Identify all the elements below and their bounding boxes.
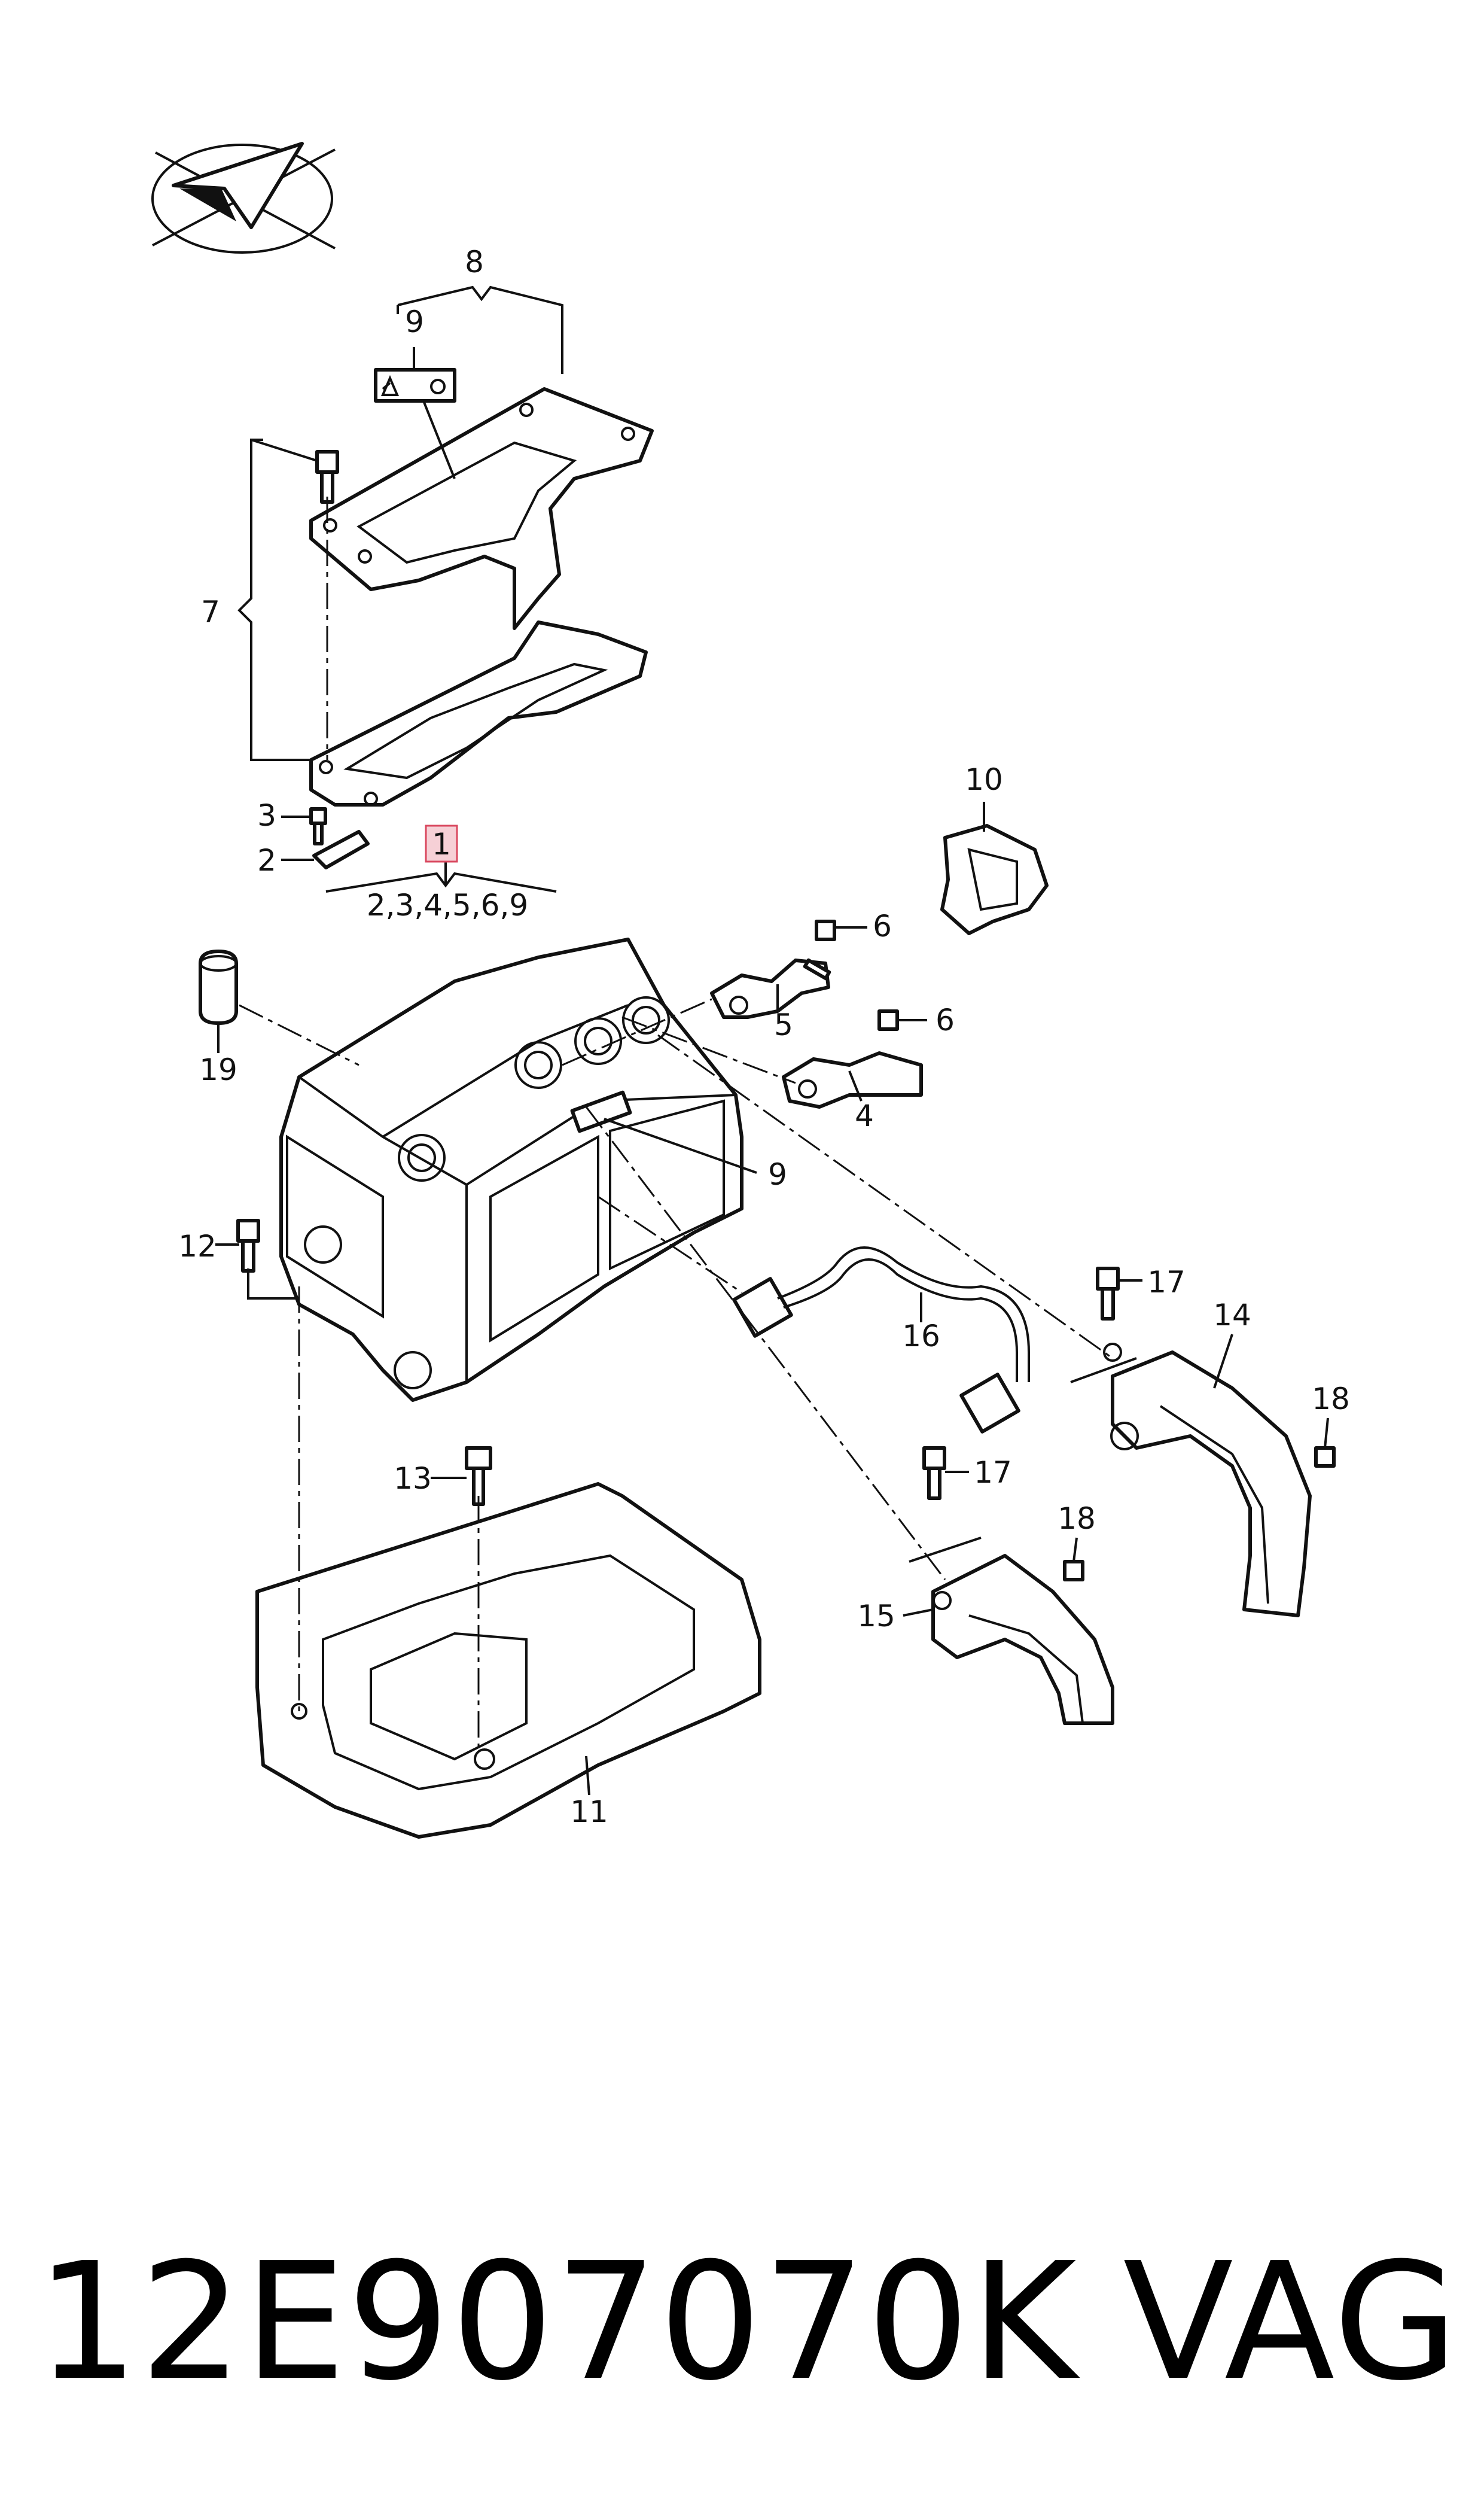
callout-2: 2: [257, 843, 276, 878]
orientation-compass-icon: [151, 142, 336, 254]
sensor-cover-part: [940, 824, 1049, 935]
bolt-part: [236, 1219, 492, 1506]
callout-9: 9: [405, 305, 424, 339]
callout-8: 8: [465, 245, 484, 279]
callout-6: 6: [936, 1003, 955, 1038]
main-housing-part: [279, 938, 743, 1402]
part-number: 12E907070K: [36, 2227, 1078, 2416]
callout-6: 6: [873, 909, 892, 944]
coolant-pipe-part: [1070, 1343, 1312, 1617]
callout-highlight-box: [425, 825, 458, 863]
cover-plate-part: [309, 387, 654, 630]
callout-19: 19: [199, 1052, 237, 1087]
leader-lines: [215, 285, 1329, 1796]
base-tray-part: [255, 1482, 761, 1839]
footer-caption: 12E907070K VAG: [36, 2228, 1459, 2416]
wiring-harness-part: [732, 1246, 1030, 1434]
alignment-lines: [239, 497, 1113, 1747]
brand-name: VAG: [1123, 2227, 1459, 2416]
bolt-part: [315, 450, 339, 504]
callout-12: 12: [178, 1229, 217, 1264]
bolt-part: [922, 1267, 1336, 1581]
callout-16: 16: [902, 1319, 940, 1353]
callout-9: 9: [768, 1157, 787, 1192]
callout-11: 11: [570, 1794, 608, 1829]
plug-part: [199, 950, 238, 1025]
coolant-connector-part: [710, 959, 830, 1019]
callout-3: 3: [257, 798, 276, 833]
callout-13: 13: [394, 1461, 432, 1496]
callout-1-includes: 2,3,4,5,6,9: [367, 888, 528, 923]
callout-5: 5: [774, 1008, 793, 1042]
callout-labels: 8 9 7 3 2 1 2,3,4,5,6,9 10 6 5 6 4 19 9 …: [178, 245, 1350, 1829]
screw-part: [803, 920, 899, 1031]
callout-14: 14: [1213, 1298, 1251, 1332]
coolant-pipe-part: [909, 1537, 1114, 1725]
callout-10: 10: [965, 762, 1003, 797]
callout-1: 1: [432, 827, 451, 862]
callout-18: 18: [1058, 1501, 1096, 1536]
warning-label-part: [374, 368, 456, 403]
callout-17: 17: [1147, 1265, 1186, 1300]
callout-7: 7: [201, 595, 220, 629]
callout-18: 18: [1312, 1382, 1350, 1416]
callout-4: 4: [855, 1099, 874, 1133]
callout-17: 17: [974, 1455, 1012, 1490]
bracket-part: [309, 807, 370, 869]
callout-15: 15: [857, 1599, 895, 1633]
gasket-part: [309, 620, 648, 807]
